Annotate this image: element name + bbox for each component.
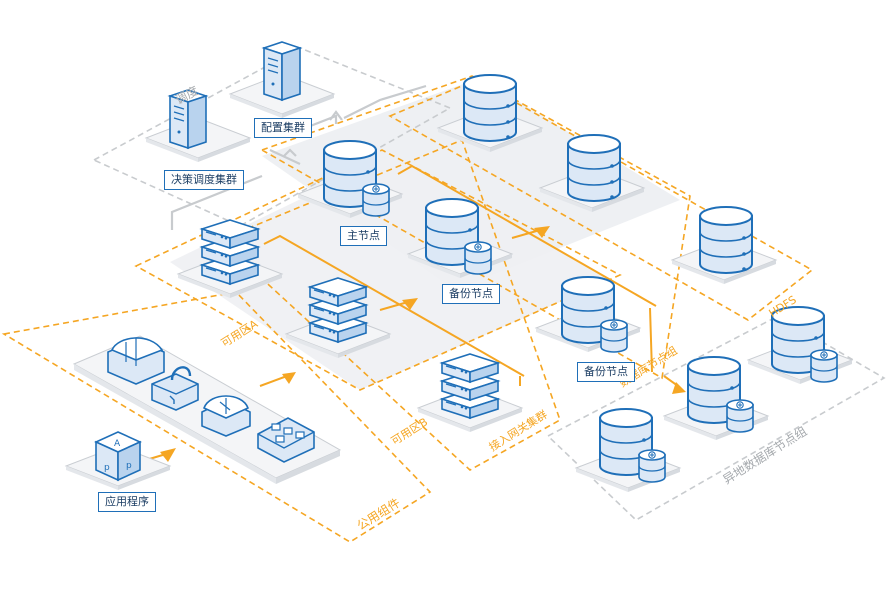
shading-band-upper	[262, 78, 680, 290]
remote-replica-icon-1	[726, 399, 754, 433]
zone-a-outline	[134, 149, 622, 391]
hdfs-database-icon-2	[567, 134, 621, 202]
gateway-server-stack-icon	[310, 278, 366, 342]
config-cluster-server-icon	[263, 41, 301, 101]
label-backup-node-2: 备份节点	[577, 362, 635, 382]
label-master-node: 主节点	[340, 226, 387, 246]
zone-remote-outline	[546, 315, 886, 521]
zone-hdfs-outline	[388, 79, 814, 321]
label-config-cluster: 配置集群	[254, 118, 312, 138]
remote-replica-icon-3	[638, 449, 666, 483]
label-backup-node-1: 备份节点	[442, 284, 500, 304]
svg-text:A: A	[114, 439, 121, 449]
backup-replica-icon-1	[464, 241, 492, 275]
svg-text:p: p	[104, 463, 110, 473]
backup-replica-icon-2	[600, 319, 628, 353]
label-application: 应用程序	[98, 492, 156, 512]
svg-text:p: p	[126, 461, 132, 471]
hdfs-database-icon-3	[699, 206, 753, 274]
grid-module-icon	[257, 417, 315, 463]
master-replica-icon	[362, 183, 390, 217]
zone-a-server-stack-icon	[202, 220, 258, 284]
application-cube-icon: A p p	[94, 431, 142, 482]
flow-lines	[263, 164, 657, 386]
shield-icon	[201, 395, 251, 437]
document-fan-icon	[107, 337, 165, 385]
hdfs-database-icon-1	[463, 74, 517, 142]
zone-common-outline	[1, 291, 432, 543]
lock-icon	[151, 366, 199, 411]
zone-b-server-stack-icon	[442, 354, 498, 418]
zone-gateway-outline	[218, 138, 561, 471]
label-decision-cluster: 决策调度集群	[164, 170, 244, 190]
zone-db-outline	[260, 75, 691, 380]
remote-replica-icon-2	[810, 349, 838, 383]
